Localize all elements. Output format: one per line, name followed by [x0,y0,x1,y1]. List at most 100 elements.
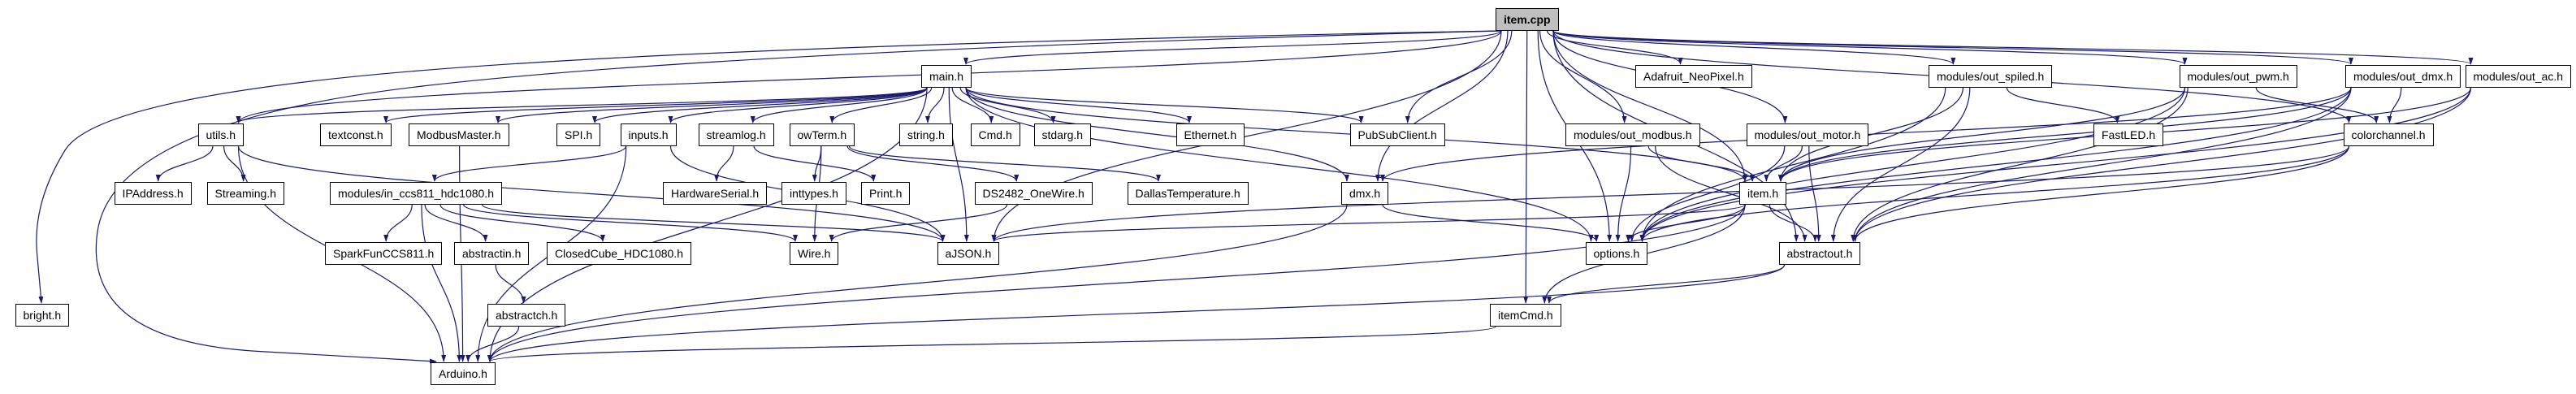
node-streaming_h[interactable]: Streaming.h [206,182,284,205]
node-stdarg_h[interactable]: stdarg.h [1033,123,1092,146]
edge-out_spiled_h-to-abstractout_h [1830,87,1971,242]
edge-main_h-to-modbusmaster_h [496,87,928,123]
node-inttypes_h[interactable]: inttypes.h [781,182,846,205]
node-string_h[interactable]: string.h [899,123,953,146]
node-options_h[interactable]: options.h [1585,242,1648,265]
edge-out_modbus_h-to-options_h [1615,145,1632,242]
edge-utils_h-to-streaming_h [223,145,246,182]
node-bright_h[interactable]: bright.h [15,304,70,327]
edge-item_cpp-to-bright_h [36,30,1502,304]
node-in_ccs811_h[interactable]: modules/in_ccs811_hdc1080.h [330,182,502,205]
edge-utils_h-to-ipaddress_h [155,145,214,182]
edge-main_h-to-string_h [925,87,945,123]
edge-main_h-to-textconst_h [383,87,928,123]
edge-item_cpp-to-out_spiled_h [1552,30,1956,65]
node-hardwareserial_h[interactable]: HardwareSerial.h [663,182,768,205]
node-arduino_h[interactable]: Arduino.h [431,362,496,385]
edge-out_motor_h-to-abstractout_h [1808,145,1821,242]
edge-out_dmx_h-to-options_h [1639,87,2352,242]
node-closedcube_h[interactable]: ClosedCube_HDC1080.h [547,242,691,265]
node-inputs_h[interactable]: inputs.h [620,123,677,146]
node-out_dmx_h[interactable]: modules/out_dmx.h [2345,65,2461,88]
node-sparkfun_h[interactable]: SparkFunCCS811.h [325,242,443,265]
edge-abstractout_h-to-arduino_h [487,264,1786,362]
edge-out_ac_h-to-options_h [1639,87,2472,242]
node-cmd_h[interactable]: Cmd.h [970,123,1020,146]
edge-item_cpp-to-out_ac_h [1552,30,2474,65]
node-ajson_h[interactable]: aJSON.h [937,242,1000,265]
node-textconst_h[interactable]: textconst.h [320,123,392,146]
node-abstractch_h[interactable]: abstractch.h [487,304,566,327]
edge-streamlog_h-to-hardwareserial_h [714,145,734,182]
edge-out_dmx_h-to-colorchannel_h [2387,87,2402,123]
edge-item_cpp-to-adafruit_neopixel_h [1547,30,1683,65]
edge-out_spiled_h-to-fastled_h [2006,87,2120,123]
edge-in_ccs811_h-to-ajson_h [482,204,946,242]
edge-dmx_h-to-arduino_h [487,204,1348,362]
edge-abstractch_h-to-arduino_h [465,326,520,362]
edge-in_ccs811_h-to-abstractin_h [424,204,488,242]
edge-out_pwm_h-to-abstractout_h [1851,87,2189,242]
edge-item_h-to-arduino_h [487,204,1746,362]
edge-ds2482_h-to-wire_h [829,204,1008,242]
node-pubsubclient_h[interactable]: PubSubClient.h [1349,123,1445,146]
edge-colorchannel_h-to-abstractout_h [1852,145,2350,242]
edge-inputs_h-to-in_ccs811_h [431,145,627,182]
node-out_spiled_h[interactable]: modules/out_spiled.h [1929,65,2053,88]
edge-item_cpp-to-out_modbus_h [1539,30,1627,123]
node-ipaddress_h[interactable]: IPAddress.h [114,182,192,205]
edge-abstractout_h-to-itemcmd_h [1547,264,1786,304]
edge-dmx_h-to-options_h [1382,204,1600,242]
edge-out_dmx_h-to-item_h [1778,87,2352,182]
node-main_h[interactable]: main.h [921,65,972,88]
edge-abstractin_h-to-abstractch_h [495,264,526,304]
edge-main_h-to-pubsubclient_h [965,87,1364,123]
edge-main_h-to-stdarg_h [959,87,1056,123]
edge-out_motor_h-to-item_h [1764,145,1803,182]
node-print_h[interactable]: Print.h [861,182,911,205]
edge-item_cpp-to-out_dmx_h [1552,30,2353,65]
edge-colorchannel_h-to-ajson_h [991,145,2350,242]
edge-item_cpp-to-utils_h [236,30,1502,123]
edge-main_h-to-dmx_h [965,87,1349,182]
edge-owterm_h-to-ds2482_h [846,145,1020,182]
edge-out_ac_h-to-abstractout_h [1852,87,2472,242]
edge-item_h-to-abstractout_h [1769,204,1818,242]
node-ds2482_h[interactable]: DS2482_OneWire.h [974,182,1093,205]
node-abstractout_h[interactable]: abstractout.h [1778,242,1861,265]
edge-item_cpp-to-main_h [963,30,1502,65]
edge-in_ccs811_h-to-sparkfun_h [383,204,413,242]
edge-item_cpp-to-dmx_h [1375,30,1509,182]
edge-owterm_h-to-dallastemp_h [848,145,1161,182]
node-ethernet_h[interactable]: Ethernet.h [1175,123,1245,146]
node-item_h[interactable]: item.h [1739,182,1787,205]
node-wire_h[interactable]: Wire.h [790,242,839,265]
node-utils_h[interactable]: utils.h [197,123,245,146]
node-abstractin_h[interactable]: abstractin.h [454,242,530,265]
edge-item_cpp-to-item_h [1552,30,1747,182]
edge-out_motor_h-to-options_h [1629,145,1786,242]
node-out_motor_h[interactable]: modules/out_motor.h [1746,123,1869,146]
edge-streamlog_h-to-print_h [753,145,877,182]
edge-out_modbus_h-to-abstractout_h [1655,145,1808,242]
node-adafruit_neopixel_h[interactable]: Adafruit_NeoPixel.h [1635,65,1752,88]
node-dmx_h[interactable]: dmx.h [1341,182,1389,205]
edge-item_cpp-to-out_pwm_h [1552,30,2188,65]
edge-item_cpp-to-itemcmd_h [1523,30,1529,304]
node-colorchannel_h[interactable]: colorchannel.h [2343,123,2434,146]
node-streamlog_h[interactable]: streamlog.h [698,123,774,146]
node-spi_h[interactable]: SPI.h [556,123,601,146]
node-modbusmaster_h[interactable]: ModbusMaster.h [409,123,509,146]
node-itemcmd_h[interactable]: itemCmd.h [1490,304,1561,327]
node-owterm_h[interactable]: owTerm.h [789,123,855,146]
node-out_modbus_h[interactable]: modules/out_modbus.h [1565,123,1700,146]
node-out_pwm_h[interactable]: modules/out_pwm.h [2179,65,2297,88]
node-fastled_h[interactable]: FastLED.h [2093,123,2164,146]
node-out_ac_h[interactable]: modules/out_ac.h [2465,65,2572,88]
edge-utils_h-to-ajson_h [237,145,946,242]
edge-colorchannel_h-to-options_h [1639,145,2350,242]
edge-out_pwm_h-to-options_h [1639,87,2186,242]
node-dallastemp_h[interactable]: DallasTemperature.h [1127,182,1249,205]
